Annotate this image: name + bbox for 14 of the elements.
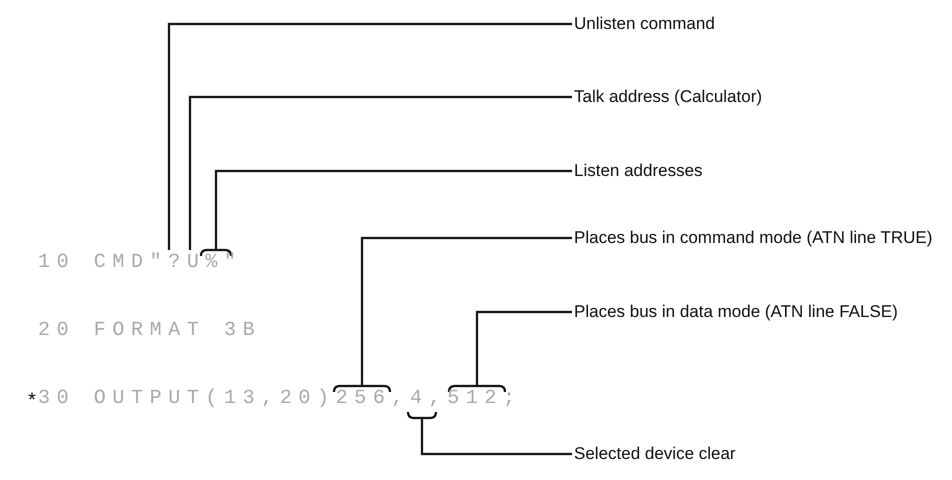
program-line: 10 CMD"?U%" <box>38 250 243 276</box>
leader-line <box>332 236 574 394</box>
leader-line <box>188 96 572 250</box>
leader-line <box>448 310 574 394</box>
leader-line <box>200 170 574 258</box>
callout-text: Places bus in data mode (ATN line FALSE) <box>574 299 946 325</box>
program-line: 20 FORMAT 3B <box>38 318 262 344</box>
callout-text: Unlisten command <box>574 11 946 37</box>
leader-line <box>168 22 572 250</box>
callout-text: Talk address (Calculator) <box>574 84 946 110</box>
callout-text: Places bus in command mode (ATN line TRUE) <box>574 225 946 251</box>
callout-text: Selected device clear <box>574 441 946 467</box>
leader-line <box>406 410 574 456</box>
callout-text: Listen addresses <box>574 158 946 184</box>
